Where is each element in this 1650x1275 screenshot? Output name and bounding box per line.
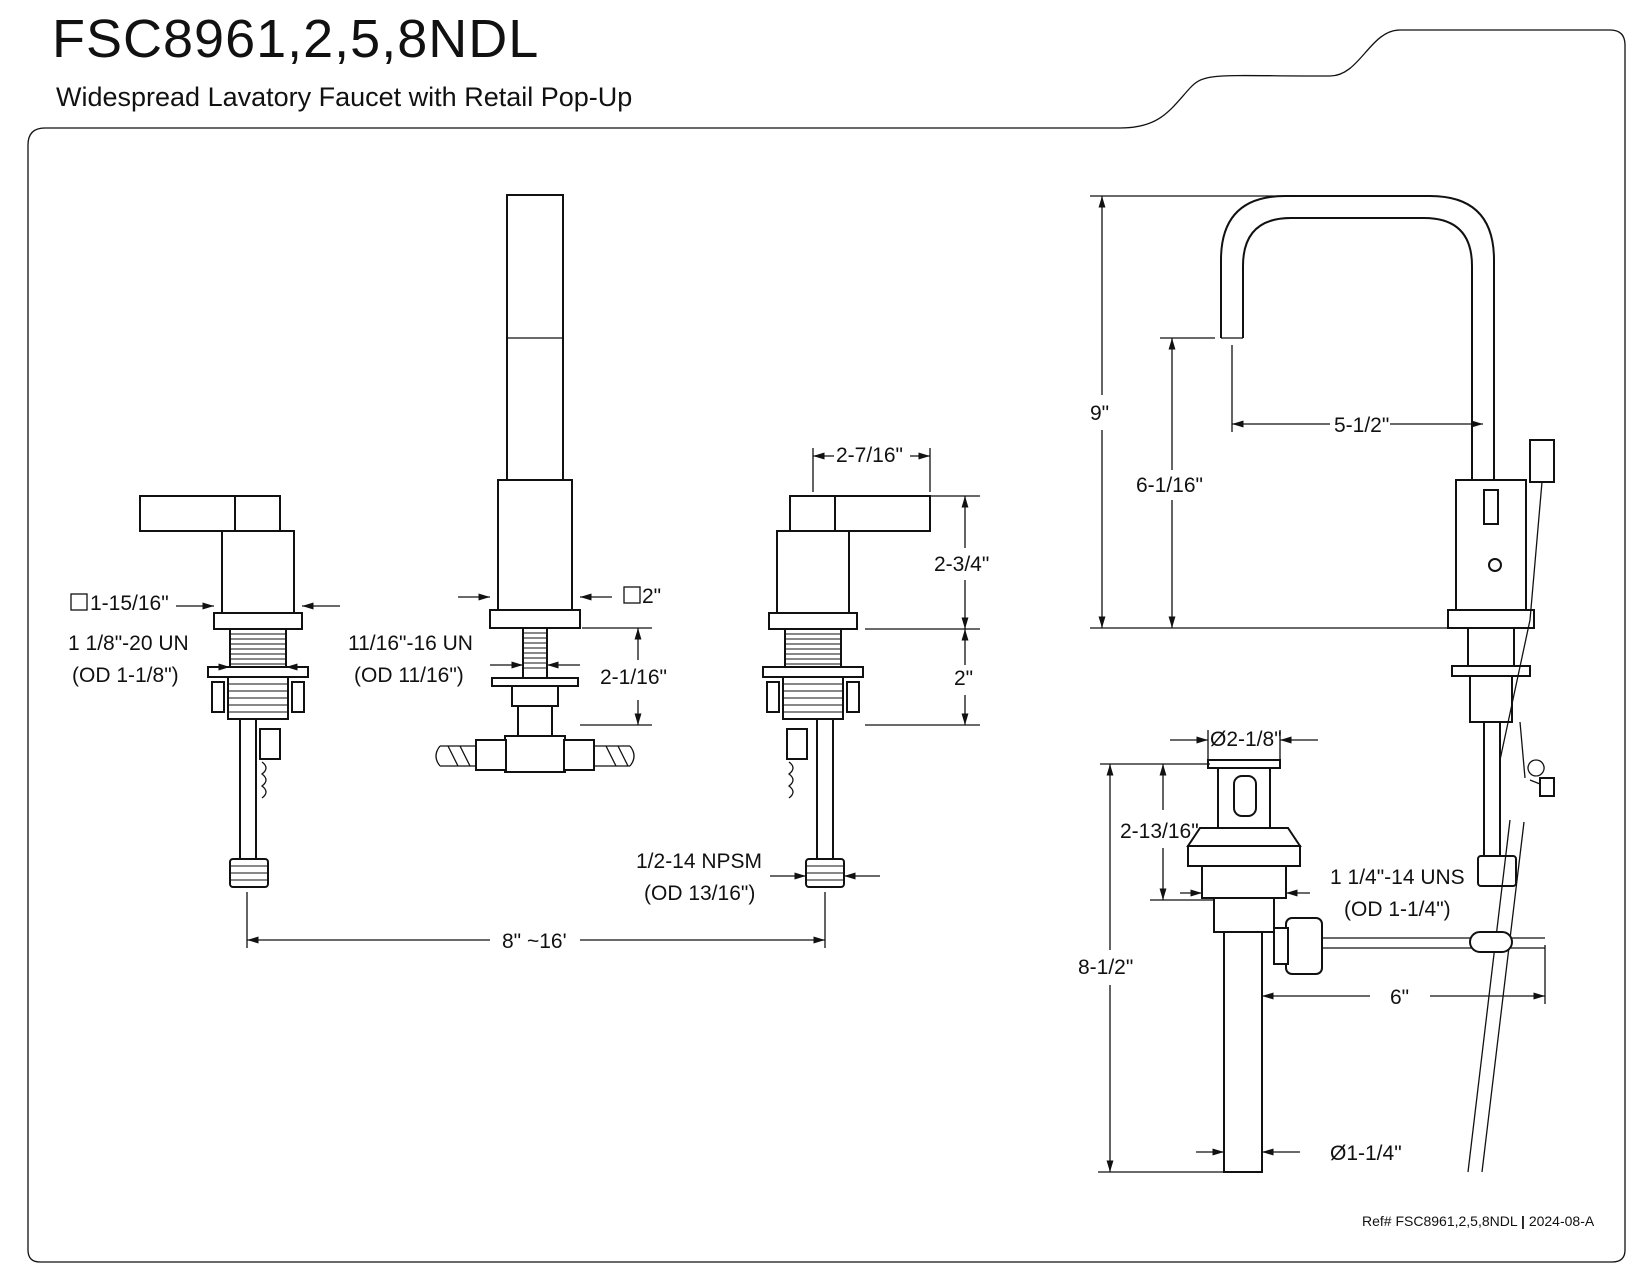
right-handle-valve [762,495,931,888]
dim-tailpiece-diameter: Ø1-1/4" [1330,1142,1402,1165]
popup-drain [1186,759,1545,1173]
sheet-frame [27,29,1626,1263]
dim-spread: 8" ~16' [502,930,567,953]
left-handle-valve [139,495,309,888]
dim-handle-shank: 2" [954,667,973,690]
dim-spout-square: 2" [642,585,661,608]
dim-supply-thread: 1/2-14 NPSM [636,850,762,873]
dim-spout-reach: 5-1/2" [1334,414,1389,437]
dimension-lines [176,195,1546,1173]
reference-footer: Ref# FSC8961,2,5,8NDL | 2024-08-A [1362,1213,1594,1229]
reference-revision: 2024-08-A [1528,1213,1595,1229]
dim-handle-height: 2-3/4" [934,553,989,576]
dim-drain-thread: 1 1/4"-14 UNS [1330,866,1465,889]
dim-drain-flange-height: 2-13/16" [1120,820,1199,843]
dim-left-handle-square: 1-15/16" [90,592,169,615]
dim-spout-thread: 11/16"-16 UN [348,632,473,655]
dim-shank-length: 2-1/16" [600,666,667,689]
page-title: FSC8961,2,5,8NDL [52,9,540,69]
square-symbol-left [70,593,88,611]
center-spout-body [435,194,635,773]
dim-handle-width: 2-7/16" [836,444,903,467]
dim-spout-thread-od: (OD 11/16") [354,664,464,687]
dim-left-thread: 1 1/8"-20 UN [68,632,189,655]
dim-drain-thread-od: (OD 1-1/4") [1344,898,1451,921]
dim-supply-thread-od: (OD 13/16") [644,882,755,905]
side-view-faucet [1220,195,1555,1173]
page-subtitle: Widespread Lavatory Faucet with Retail P… [56,82,633,112]
dim-drain-diameter: Ø2-1/8" [1210,728,1282,751]
reference-separator: | [1521,1213,1525,1229]
dim-overall-height: 9" [1090,402,1109,425]
dim-drain-length: 8-1/2" [1078,956,1133,979]
dim-spout-clearance: 6-1/16" [1136,474,1203,497]
reference-number: Ref# FSC8961,2,5,8NDL [1362,1213,1518,1229]
square-symbol-spout [623,586,641,604]
dim-left-thread-od: (OD 1-1/8") [72,664,179,687]
dim-pivot-rod: 6" [1390,986,1409,1009]
